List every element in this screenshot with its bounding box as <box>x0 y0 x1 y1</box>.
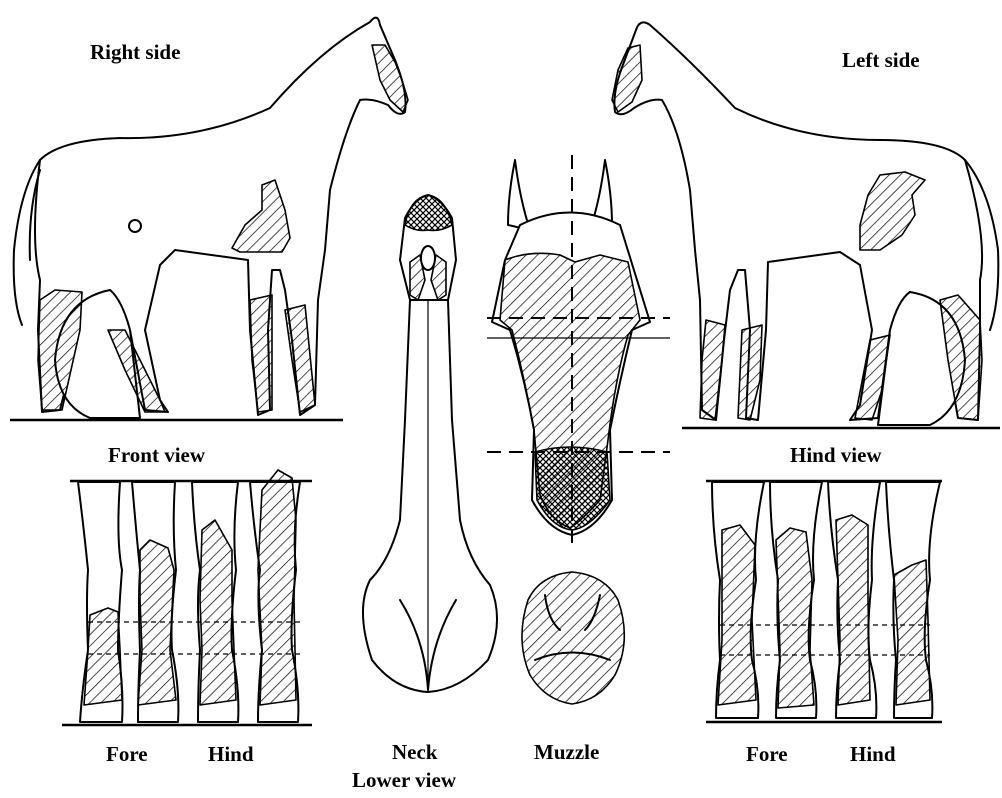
neck-label: Neck <box>392 740 438 765</box>
neck-lower-view <box>363 195 497 692</box>
right-side-horse <box>10 18 408 420</box>
front-view-label: Front view <box>108 443 205 468</box>
muzzle-view <box>522 572 624 704</box>
muzzle-label: Muzzle <box>534 740 599 765</box>
front-hind-label: Hind <box>208 742 254 767</box>
front-view-legs <box>62 470 312 725</box>
left-side-label: Left side <box>842 48 920 73</box>
hind-view-label: Hind view <box>790 443 882 468</box>
lower-view-label: Lower view <box>352 768 456 793</box>
hind-fore-label: Fore <box>746 742 788 767</box>
right-side-label: Right side <box>90 40 180 65</box>
head-front-view <box>487 155 670 550</box>
left-side-horse <box>612 22 1000 428</box>
hind-hind-label: Hind <box>850 742 896 767</box>
front-fore-label: Fore <box>106 742 148 767</box>
hind-view-legs <box>706 481 942 722</box>
